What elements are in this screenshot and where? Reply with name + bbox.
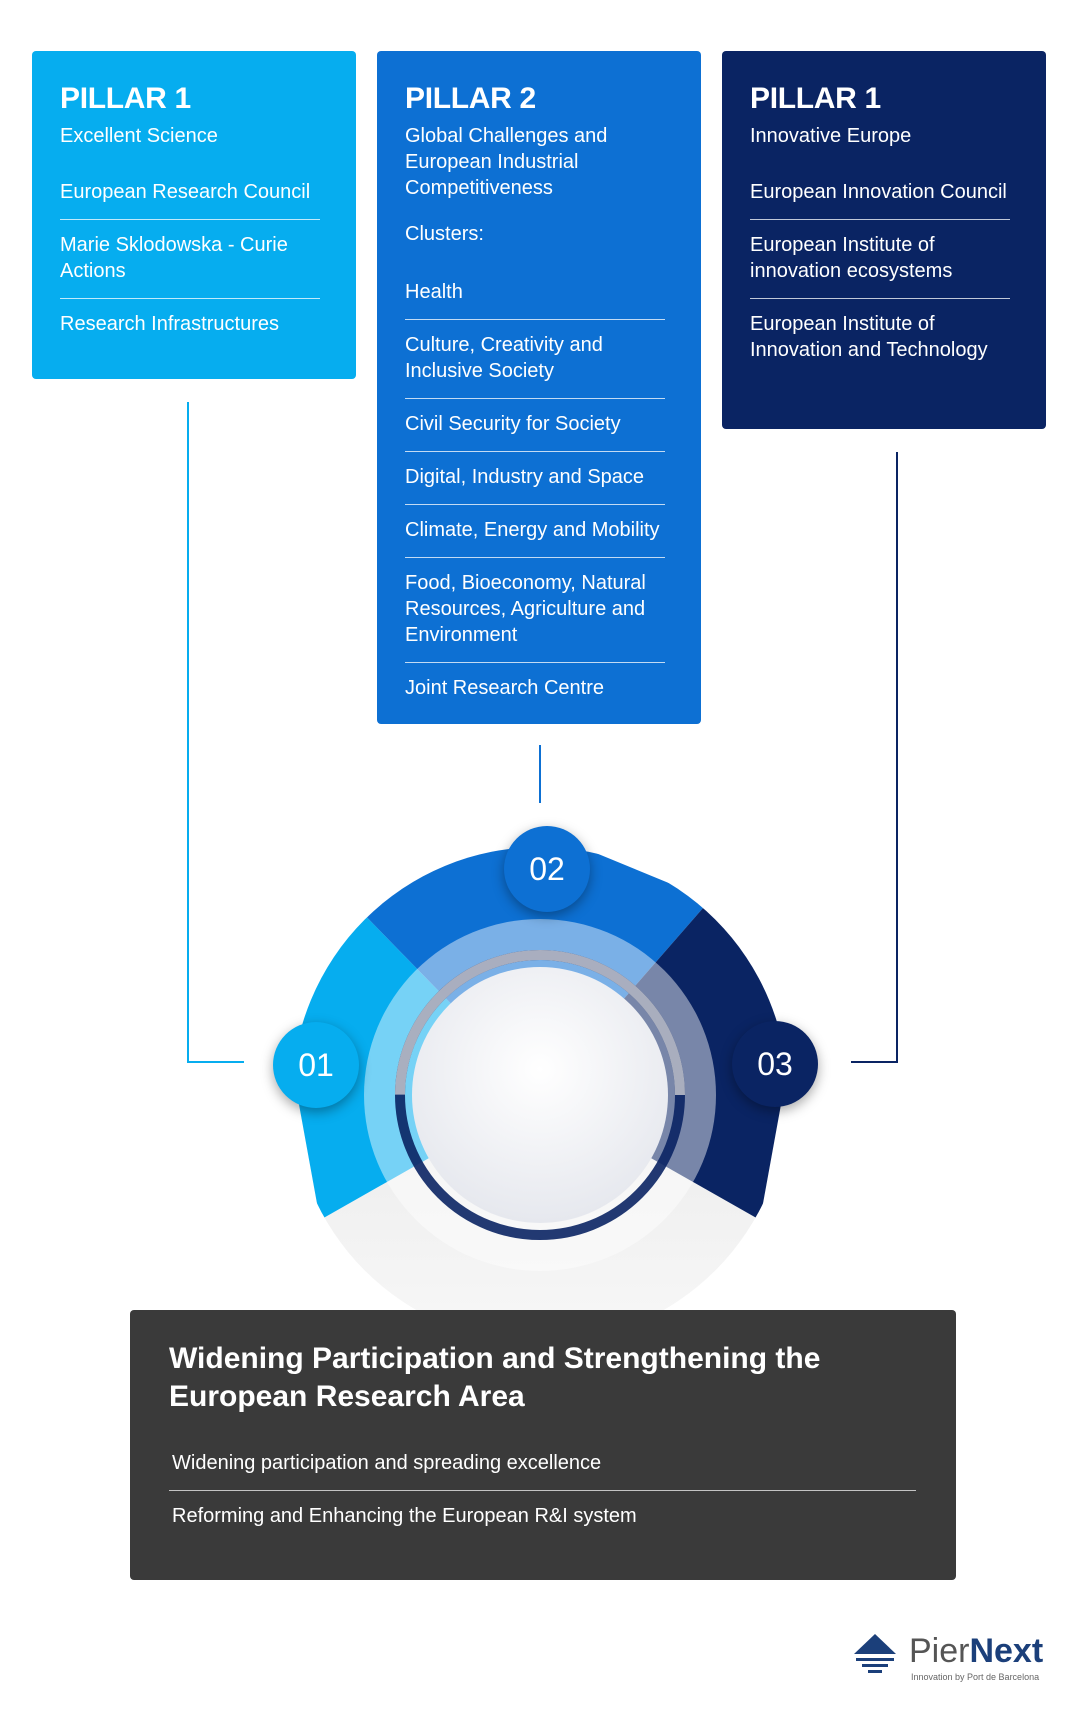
pillar-title: PILLAR 1 [60, 82, 191, 115]
pillar-item: European Institute of Innovation and Tec… [750, 313, 988, 361]
bottom-item: Reforming and Enhancing the European R&I… [172, 1505, 637, 1527]
pillar-item: Culture, Creativity and Inclusive Societ… [405, 320, 665, 399]
pier-icon [854, 1634, 896, 1673]
ring-segment-02 [350, 847, 710, 1095]
connector-lines [187, 402, 898, 1063]
logo-wordmark: PierNext [909, 1632, 1043, 1670]
pillar-subtitle: Excellent Science [60, 125, 218, 147]
pillar-item: European Institute of innovation ecosyst… [750, 220, 1010, 299]
center-ring-graphic [292, 847, 788, 1320]
logo-name-bold: Next [969, 1632, 1044, 1670]
pillar-excellent-science-card: PILLAR 1 Excellent Science European Rese… [32, 51, 356, 379]
ring-segment-01 [292, 900, 540, 1220]
pillar-item: Joint Research Centre [405, 677, 604, 699]
pillar-item: European Innovation Council [750, 173, 1010, 220]
pillar-item: European Research Council [60, 173, 320, 220]
pillar-item: Civil Security for Society [405, 399, 665, 452]
pillar-item: Digital, Industry and Space [405, 452, 665, 505]
pillar-subtitle: Innovative Europe [750, 125, 912, 147]
widening-participation-card: Widening Participation and Strengthening… [130, 1310, 956, 1580]
logo-tagline: Innovation by Port de Barcelona [911, 1672, 1040, 1682]
pillar-item: Food, Bioeconomy, Natural Resources, Agr… [405, 558, 665, 663]
pillar-global-challenges-card: PILLAR 2 Global Challenges and European … [377, 51, 701, 724]
connector-pillar-1 [187, 402, 244, 1063]
badge-03: 03 [732, 1021, 818, 1107]
pillar-subtitle: Global Challenges and European Industria… [405, 125, 608, 199]
pillar-item: Research Infrastructures [60, 313, 279, 335]
pillar-innovative-europe-card: PILLAR 1 Innovative Europe European Inno… [722, 51, 1046, 429]
pillar-item: Health [405, 273, 665, 320]
badge-02: 02 [504, 826, 590, 912]
pillar-item: Marie Sklodowska - Curie Actions [60, 220, 320, 299]
pillar-title: PILLAR 1 [750, 82, 881, 115]
bottom-title: Widening Participation and Strengthening… [169, 1342, 821, 1413]
pillar-title: PILLAR 2 [405, 82, 536, 115]
piernext-logo: PierNext Innovation by Port de Barcelona [850, 1630, 1050, 1690]
badge-01: 01 [273, 1022, 359, 1108]
logo-name-light: Pier [909, 1632, 970, 1670]
pillar-item: Climate, Energy and Mobility [405, 505, 665, 558]
connector-pillar-3 [851, 452, 898, 1063]
ring-segment-03 [540, 900, 788, 1220]
bottom-item: Widening participation and spreading exc… [169, 1438, 916, 1491]
clusters-label: Clusters: [405, 223, 484, 245]
ring-segment-grey [320, 1095, 760, 1320]
